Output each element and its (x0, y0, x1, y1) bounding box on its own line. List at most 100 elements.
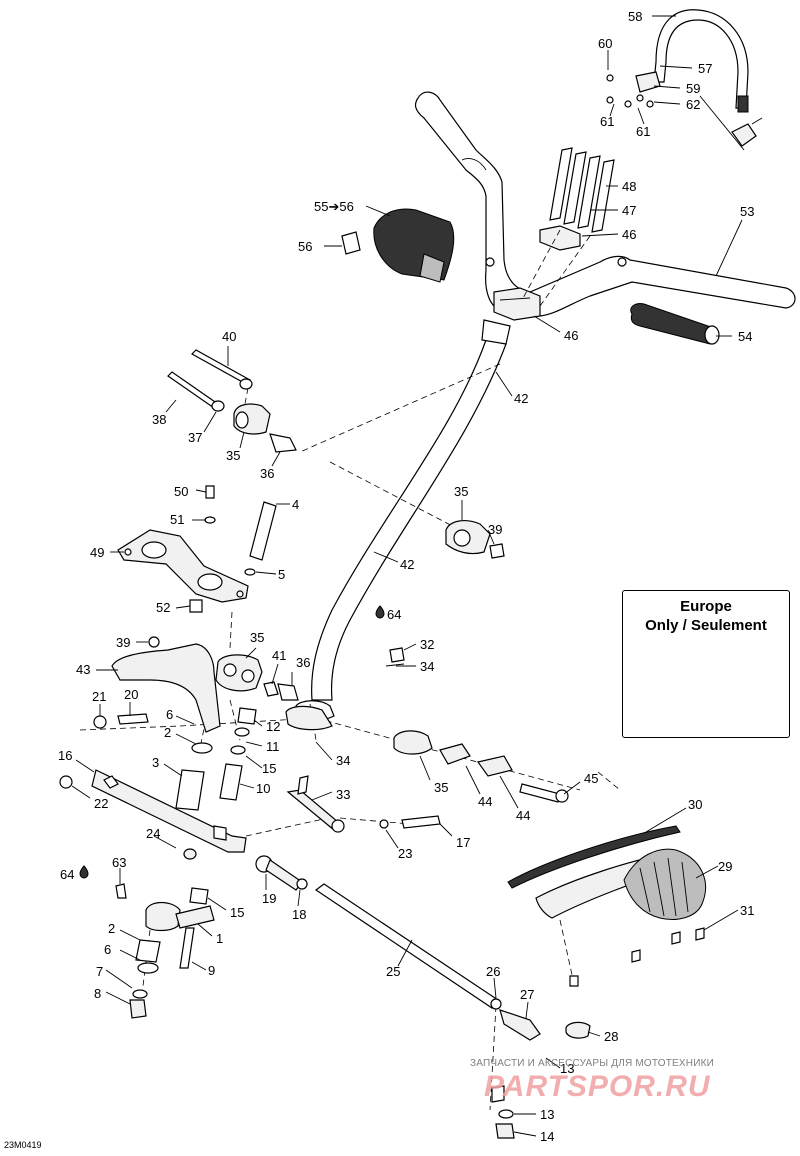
callout-39: 39 (488, 522, 502, 537)
callout-12: 12 (266, 719, 280, 734)
callout-31: 31 (740, 903, 754, 918)
callout-15: 15 (230, 905, 244, 920)
diagram-code: 23M0419 (4, 1140, 42, 1150)
callout-60: 60 (598, 36, 612, 51)
callout-21: 21 (92, 689, 106, 704)
drop-icon (79, 865, 89, 879)
callout-30: 30 (688, 797, 702, 812)
callout-46: 46 (622, 227, 636, 242)
callout-64: 64 (387, 607, 401, 622)
lower-support (111, 636, 221, 733)
callout-4: 4 (292, 497, 299, 512)
callout-3: 3 (152, 755, 159, 770)
pivot-links (393, 730, 569, 803)
callout-53: 53 (740, 204, 754, 219)
callout-19: 19 (262, 891, 276, 906)
boot-shield (507, 825, 707, 987)
watermark-tagline: ЗАПЧАСТИ И АКСЕССУАРЫ ДЛЯ МОТОТЕХНИКИ (470, 1058, 715, 1069)
callout-64: 64 (60, 867, 74, 882)
callout-9: 9 (208, 963, 215, 978)
callout-50: 50 (174, 484, 188, 499)
callout-39: 39 (116, 635, 130, 650)
callout-2: 2 (108, 921, 115, 936)
callout-labels: 58 60 57 59 62 61 61 48 47 46 53 55➔56 5… (58, 9, 776, 1144)
riser-clamps (493, 225, 581, 321)
callout-47: 47 (622, 203, 636, 218)
callout-55-56: 55➔56 (314, 199, 354, 214)
callout-34: 34 (336, 753, 350, 768)
callout-35: 35 (434, 780, 448, 795)
handlebar (414, 91, 796, 317)
callout-42: 42 (514, 391, 528, 406)
callout-36: 36 (260, 466, 274, 481)
watermark: ЗАПЧАСТИ И АКСЕССУАРЫ ДЛЯ МОТОТЕХНИКИ PA… (470, 1058, 800, 1108)
callout-59: 59 (686, 81, 700, 96)
callout-22: 22 (94, 796, 108, 811)
callout-43: 43 (76, 662, 90, 677)
callout-45: 45 (584, 771, 598, 786)
callout-54: 54 (738, 329, 752, 344)
callout-46: 46 (564, 328, 578, 343)
callout-37: 37 (188, 430, 202, 445)
callout-33: 33 (336, 787, 350, 802)
callout-34: 34 (420, 659, 434, 674)
support-bracket (117, 485, 277, 613)
callout-18: 18 (292, 907, 306, 922)
callout-6: 6 (166, 707, 173, 722)
drop-icons (79, 605, 385, 879)
lower-bushing (215, 654, 299, 701)
callout-5: 5 (278, 567, 285, 582)
europe-title-line1: Europe (680, 598, 732, 615)
callout-57: 57 (698, 61, 712, 76)
europe-only-inset: Europe Only / Seulement (622, 590, 790, 738)
callout-35: 35 (226, 448, 240, 463)
callout-35: 35 (454, 484, 468, 499)
callout-20: 20 (124, 687, 138, 702)
callout-56: 56 (298, 239, 312, 254)
upper-bushing (167, 349, 297, 453)
callout-13: 13 (540, 1107, 554, 1122)
callout-48: 48 (622, 179, 636, 194)
callout-52: 52 (156, 600, 170, 615)
callout-62: 62 (686, 97, 700, 112)
callout-38: 38 (152, 412, 166, 427)
callout-6: 6 (104, 942, 111, 957)
cable-rods (521, 147, 615, 307)
callout-40: 40 (222, 329, 236, 344)
callout-28: 28 (604, 1029, 618, 1044)
callout-41: 41 (272, 648, 286, 663)
callout-14: 14 (540, 1129, 554, 1144)
callout-29: 29 (718, 859, 732, 874)
watermark-logo: PARTSPOR.RU (484, 1070, 711, 1103)
europe-title-line2: Only / Seulement (645, 617, 767, 634)
callout-36: 36 (296, 655, 310, 670)
right-bushing (445, 520, 505, 559)
callout-25: 25 (386, 964, 400, 979)
assembly-lines (79, 363, 621, 1111)
callout-35: 35 (250, 630, 264, 645)
grip (630, 303, 720, 345)
callout-17: 17 (456, 835, 470, 850)
callout-24: 24 (146, 826, 160, 841)
drop-icon (375, 605, 385, 619)
pad-cover (341, 208, 455, 283)
callout-7: 7 (96, 964, 103, 979)
callout-63: 63 (112, 855, 126, 870)
column-fork (285, 647, 405, 731)
callout-23: 23 (398, 846, 412, 861)
callout-13: 13 (560, 1061, 574, 1076)
callout-32: 32 (420, 637, 434, 652)
callout-51: 51 (170, 512, 184, 527)
tie-rods (255, 775, 591, 1139)
callout-44: 44 (478, 794, 492, 809)
left-lower-assembly (59, 707, 257, 1019)
callout-44: 44 (516, 808, 530, 823)
europe-only-title: Europe Only / Seulement (623, 597, 789, 635)
leader-lines (71, 15, 753, 1137)
callout-2: 2 (164, 725, 171, 740)
callout-42: 42 (400, 557, 414, 572)
callout-11: 11 (266, 739, 280, 754)
callout-49: 49 (90, 545, 104, 560)
callout-1: 1 (216, 931, 223, 946)
callout-8: 8 (94, 986, 101, 1001)
